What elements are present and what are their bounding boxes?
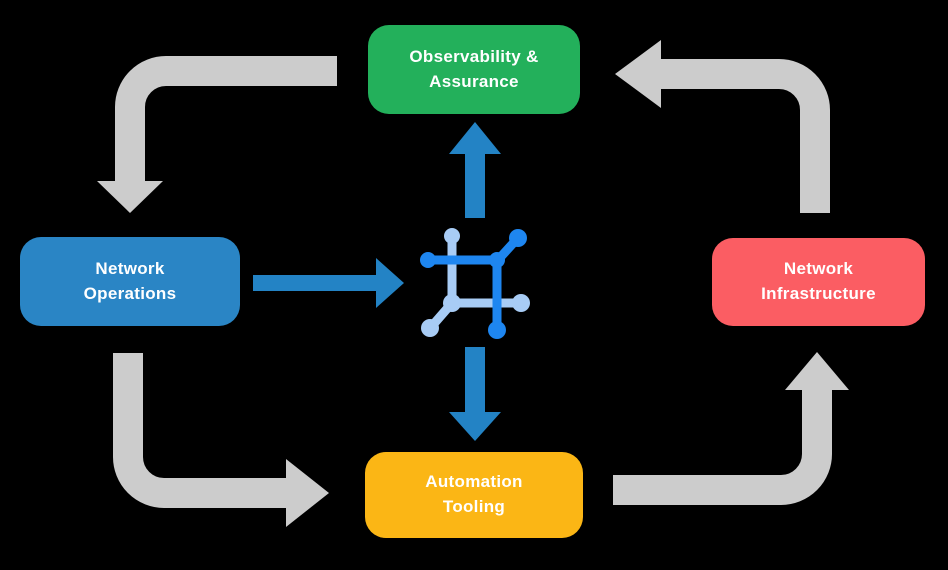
node-label: Network Operations (83, 258, 177, 303)
arrow-operations-to-center (253, 258, 404, 308)
arrow-shaft (115, 56, 337, 181)
node-network-infrastructure: Network Infrastructure (712, 238, 925, 326)
icon-node-right (512, 294, 530, 312)
arrow-center-to-automation (449, 347, 501, 441)
icon-node-bottom (488, 321, 506, 339)
arrow-center-to-observability (449, 122, 501, 218)
arrow-head-right-icon (286, 459, 329, 527)
arrow-head-down-icon (97, 181, 163, 213)
arrow-shaft (613, 390, 832, 505)
icon-node-top (444, 228, 460, 244)
arrow-shaft (661, 59, 830, 213)
icon-node-corner-bl (443, 294, 461, 312)
arrow-automation-to-infrastructure (613, 352, 849, 505)
node-observability-assurance: Observability & Assurance (368, 25, 580, 114)
icon-node-outer-tr (509, 229, 527, 247)
node-label: Network Infrastructure (761, 259, 876, 303)
arrow-head-up-icon (785, 352, 849, 390)
icon-node-corner-tr (489, 252, 505, 268)
node-network-operations: Network Operations (20, 237, 240, 326)
arrow-head-left-icon (615, 40, 661, 108)
arrow-shaft (113, 353, 287, 508)
node-label: Observability & Assurance (409, 46, 539, 91)
arrow-head-down-icon (449, 412, 501, 441)
network-mesh-icon-secondary (421, 228, 530, 337)
arrow-head-right-icon (376, 258, 404, 308)
arrow-operations-to-automation (113, 353, 329, 527)
icon-node-left (420, 252, 436, 268)
network-mesh-icon-primary (420, 229, 527, 339)
node-label: Automation Tooling (425, 472, 523, 516)
network-mesh-icon (420, 228, 530, 339)
node-automation-tooling: Automation Tooling (365, 452, 583, 538)
icon-node-outer-bl (421, 319, 439, 337)
arrow-infrastructure-to-observability (615, 40, 830, 213)
arrow-head-up-icon (449, 122, 501, 154)
arrow-observability-to-operations (97, 56, 337, 213)
